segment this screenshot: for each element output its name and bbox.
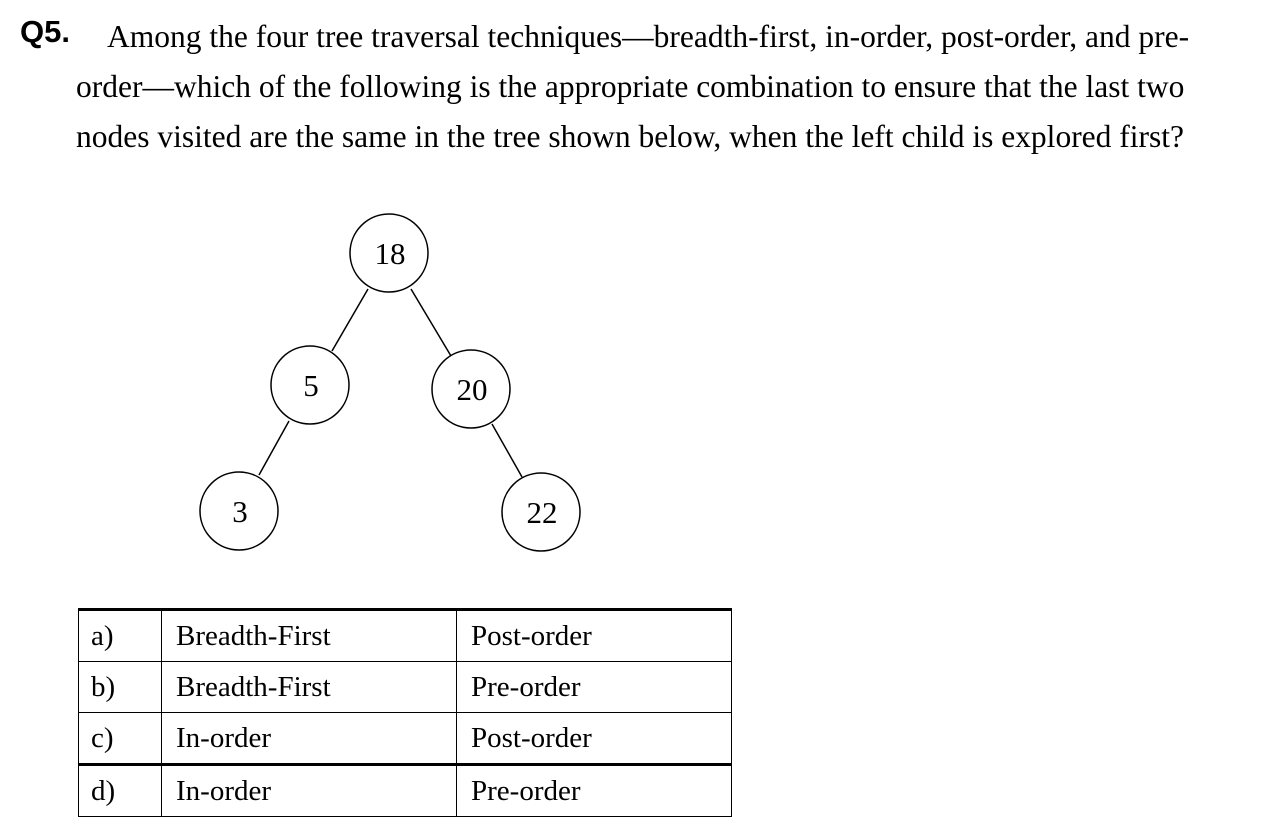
node-right-right xyxy=(501,472,581,552)
option-letter: a) xyxy=(78,608,162,662)
node-left xyxy=(270,345,350,425)
option-second-technique: Post-order xyxy=(456,712,732,765)
question-line-1: Among the four tree traversal techniques… xyxy=(107,19,1190,54)
option-row-d[interactable]: d) In-order Pre-order xyxy=(78,763,732,817)
option-letter: b) xyxy=(78,661,162,713)
question-line-3: nodes visited are the same in the tree s… xyxy=(76,119,1185,154)
edge-18-5 xyxy=(331,288,369,352)
option-row-a[interactable]: a) Breadth-First Post-order xyxy=(78,608,732,662)
option-row-b[interactable]: b) Breadth-First Pre-order xyxy=(78,661,732,713)
option-first-technique: In-order xyxy=(161,763,457,817)
option-first-technique: Breadth-First xyxy=(161,661,457,713)
node-left-label: 5 xyxy=(303,368,319,403)
node-root xyxy=(349,213,429,293)
edge-20-22 xyxy=(491,423,523,478)
node-left-left-label: 3 xyxy=(232,494,248,529)
option-second-technique: Pre-order xyxy=(456,661,732,713)
node-right xyxy=(431,349,511,429)
edge-18-20 xyxy=(410,288,452,357)
edge-5-3 xyxy=(258,420,290,476)
option-first-technique: In-order xyxy=(161,712,457,765)
question-label: Q5. xyxy=(20,14,70,49)
answer-options-table: a) Breadth-First Post-order b) Breadth-F… xyxy=(78,608,732,817)
node-right-right-label: 22 xyxy=(527,495,558,530)
option-second-technique: Post-order xyxy=(456,608,732,662)
option-letter: c) xyxy=(78,712,162,765)
option-second-technique: Pre-order xyxy=(456,763,732,817)
option-letter: d) xyxy=(78,763,162,817)
question-line-2: order—which of the following is the appr… xyxy=(76,69,1185,104)
node-left-left xyxy=(199,471,279,551)
node-root-label: 18 xyxy=(375,236,406,271)
option-row-c[interactable]: c) In-order Post-order xyxy=(78,712,732,765)
node-right-label: 20 xyxy=(457,372,488,407)
question-text: Among the four tree traversal techniques… xyxy=(76,12,1256,162)
option-first-technique: Breadth-First xyxy=(161,608,457,662)
